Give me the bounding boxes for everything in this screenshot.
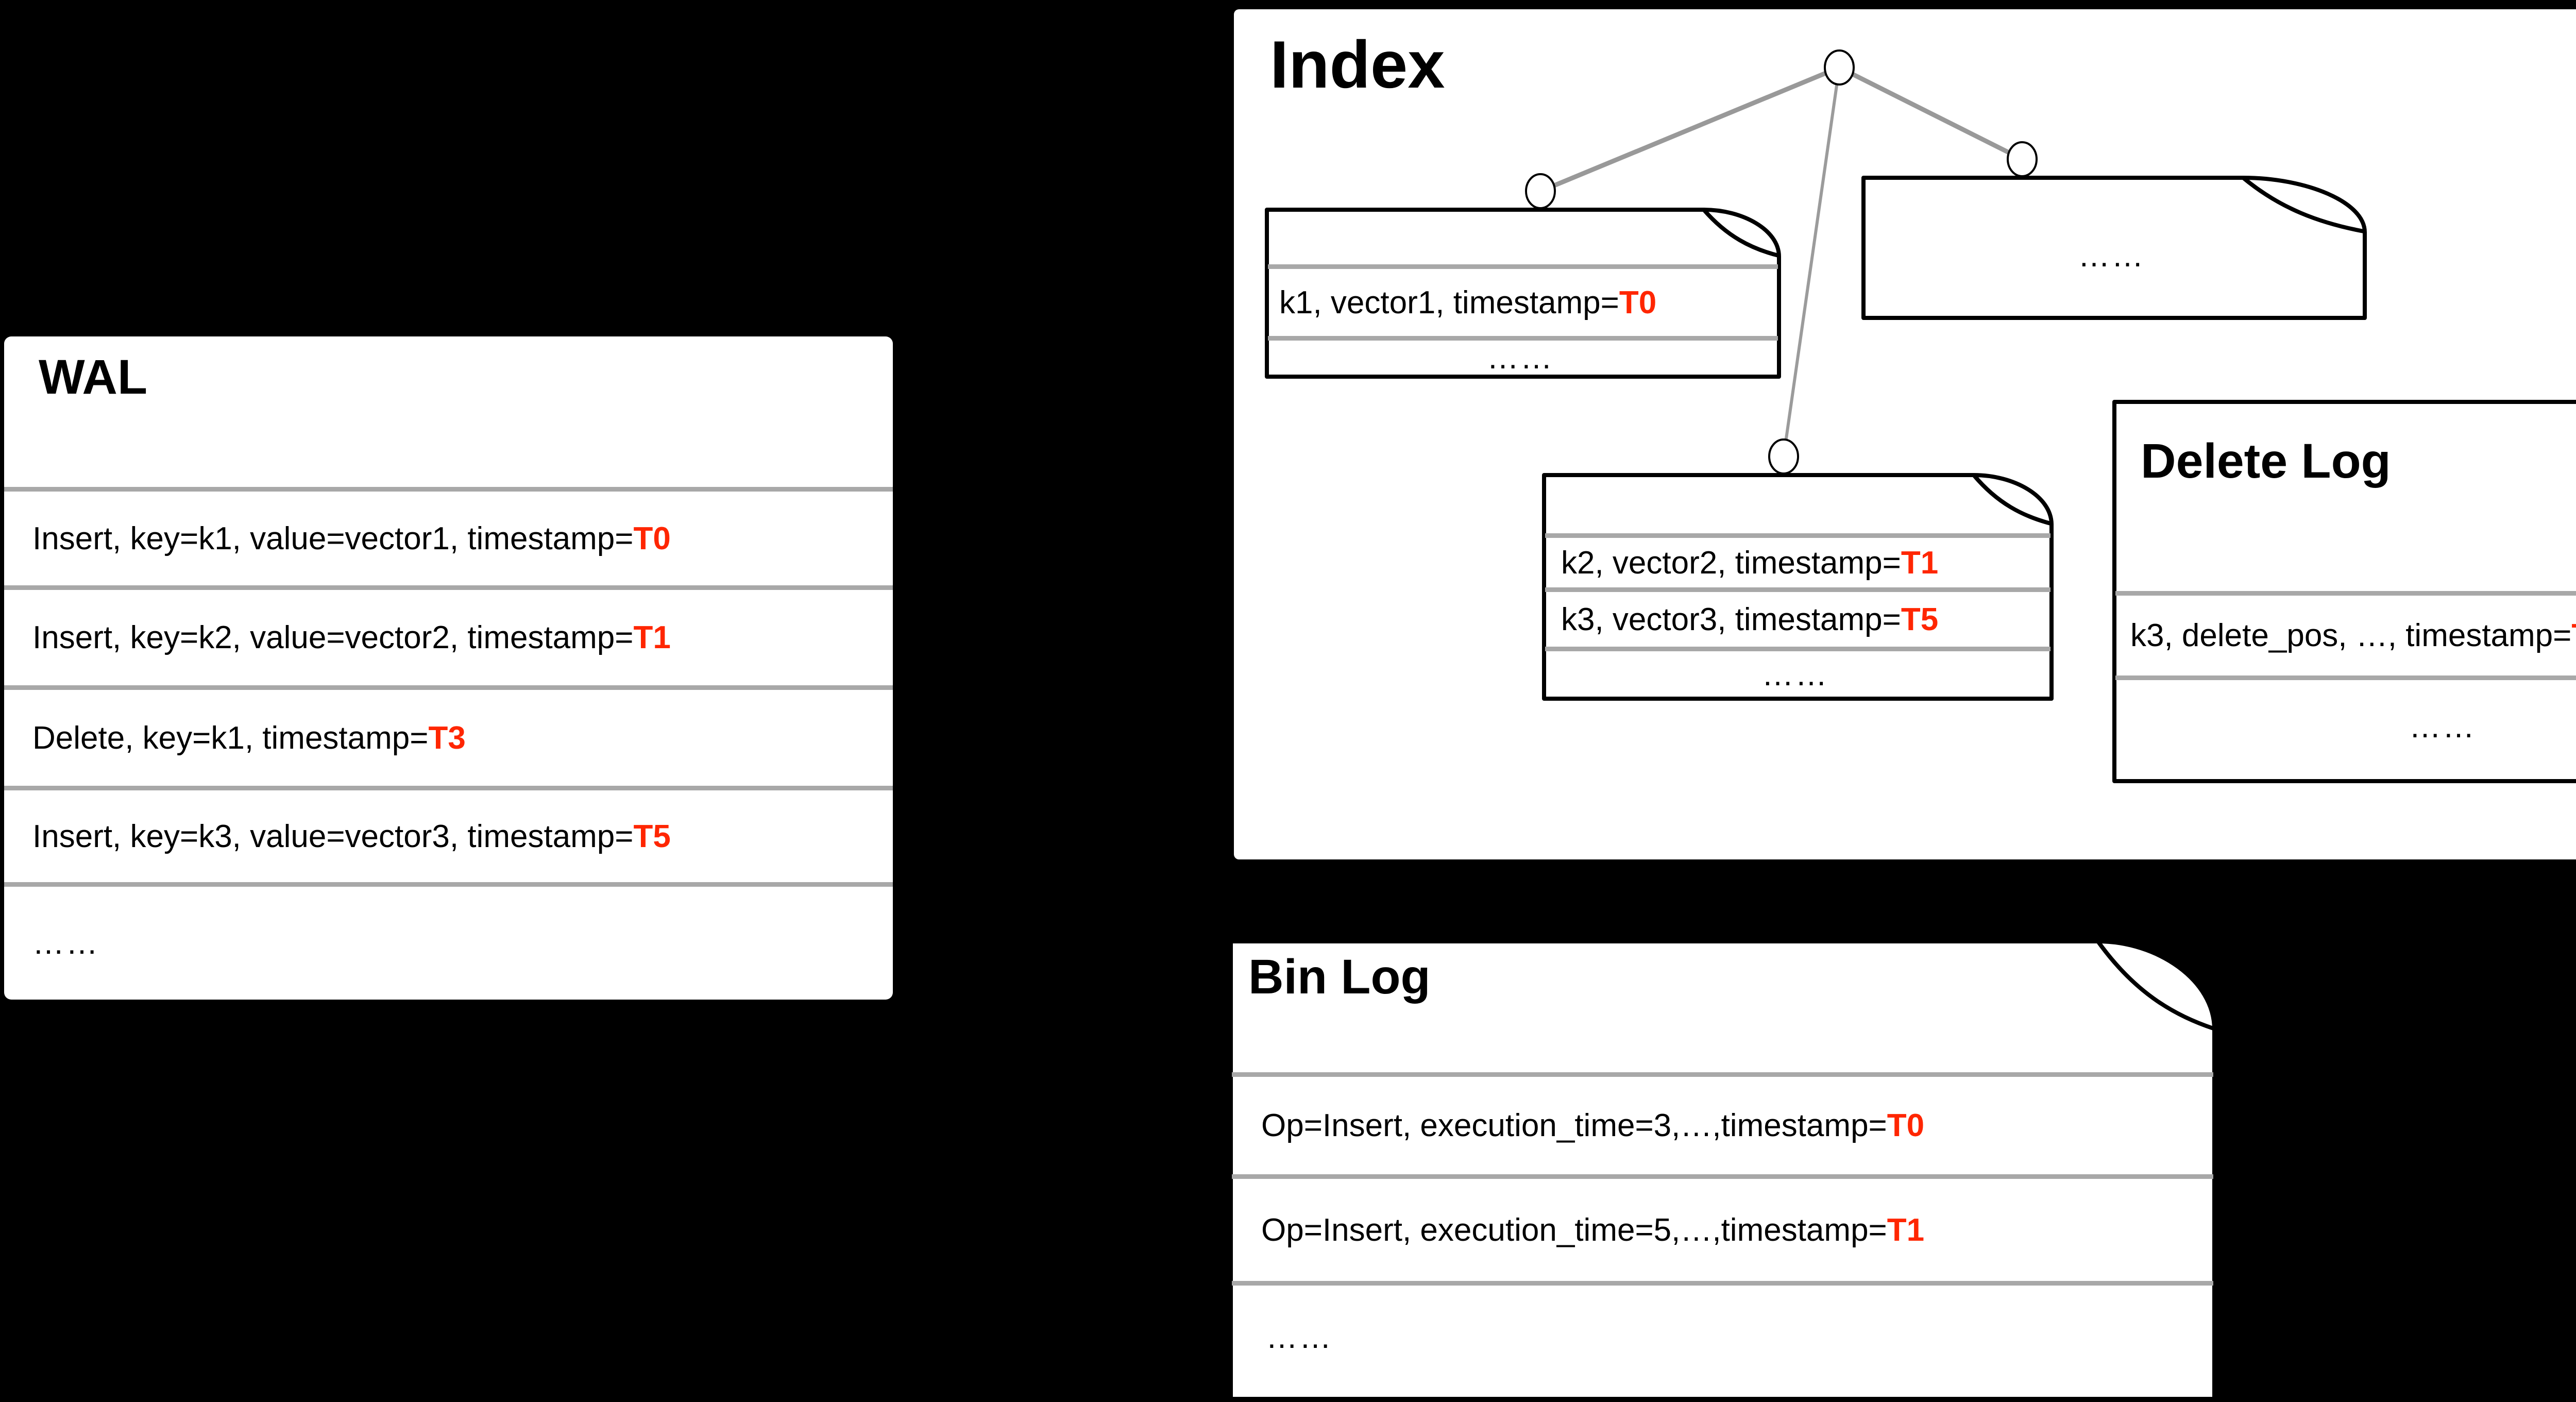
log-row: Op=Insert, execution_time=3,…,timestamp=… — [1229, 1077, 2211, 1174]
tree-node-icon — [2007, 141, 2038, 177]
divider — [1545, 647, 2050, 651]
bin-log-title: Bin Log — [1248, 950, 1431, 1004]
wal-row-text: Insert, key=k3, value=vector3, timestamp… — [32, 818, 634, 854]
wal-title: WAL — [39, 350, 148, 404]
divider — [4, 487, 893, 492]
divider — [4, 585, 893, 590]
document-shape — [1861, 176, 2367, 320]
wal-row: …… — [4, 887, 888, 1000]
doc-row-text: …… — [2409, 708, 2476, 745]
timestamp-value: T1 — [1901, 545, 1939, 581]
divider — [1232, 1281, 2213, 1286]
log-row: …… — [1229, 1286, 2211, 1389]
doc-row-text: …… — [2078, 238, 2145, 274]
wal-row-text: Insert, key=k2, value=vector2, timestamp… — [32, 620, 634, 655]
log-row-text: Op=Insert, execution_time=5,…,timestamp= — [1261, 1212, 1887, 1248]
page-fold-icon — [2096, 939, 2215, 1031]
doc-row: …… — [1265, 340, 1776, 376]
tree-node-icon — [1768, 438, 1799, 475]
wal-row: Insert, key=k3, value=vector3, timestamp… — [4, 790, 888, 882]
doc-row: k3, delete_pos, …, timestamp=T3 — [2112, 596, 2576, 675]
divider — [4, 786, 893, 790]
index-title: Index — [1270, 27, 1445, 102]
document-shape — [1542, 473, 2054, 701]
doc-row-text: …… — [1761, 656, 1829, 692]
wal-row-text: …… — [32, 925, 99, 961]
index-segment-doc-more: …… — [1861, 176, 2367, 320]
doc-row: k3, vector3, timestamp=T5 — [1542, 592, 2048, 647]
divider — [1545, 533, 2050, 538]
wal-row-text: Delete, key=k1, timestamp= — [32, 720, 429, 756]
delete-log-title: Delete Log — [2141, 434, 2391, 488]
doc-row-text: k2, vector2, timestamp= — [1561, 545, 1901, 581]
doc-row: …… — [1861, 222, 2362, 289]
doc-row: …… — [2112, 680, 2576, 773]
divider — [1268, 264, 1778, 269]
tree-edge — [1838, 65, 2024, 162]
divider — [2115, 675, 2576, 680]
timestamp-value: T5 — [1901, 601, 1939, 637]
wal-row-text: Insert, key=k1, value=vector1, timestamp… — [32, 520, 634, 556]
tree-edge — [1539, 65, 1840, 194]
timestamp-value: T0 — [1887, 1108, 1925, 1143]
doc-row-text: k1, vector1, timestamp= — [1279, 284, 1619, 320]
doc-row: k1, vector1, timestamp=T0 — [1265, 269, 1776, 336]
wal-row: Delete, key=k1, timestamp=T3 — [4, 690, 888, 786]
index-panel: Index k1, vector1, timestamp=T0 …… — [1234, 9, 2576, 859]
index-segment-doc-k2k3: k2, vector2, timestamp=T1 k3, vector3, t… — [1542, 473, 2054, 701]
divider — [1232, 1174, 2213, 1179]
doc-row: …… — [1542, 651, 2048, 698]
timestamp-value: T1 — [1887, 1212, 1925, 1248]
delete-log-doc: Delete Log k3, delete_pos, …, timestamp=… — [2112, 400, 2576, 783]
timestamp-value: T0 — [633, 520, 671, 556]
divider — [1545, 587, 2050, 592]
doc-row-text: …… — [1487, 340, 1554, 376]
page-fold-icon — [2241, 176, 2366, 233]
tree-edge — [1782, 67, 1841, 457]
timestamp-value: T3 — [428, 720, 466, 756]
log-row: Op=Insert, execution_time=5,…,timestamp=… — [1229, 1179, 2211, 1281]
timestamp-value: T0 — [1619, 284, 1657, 320]
doc-row-text: k3, delete_pos, …, timestamp= — [2130, 618, 2572, 653]
wal-row: Insert, key=k1, value=vector1, timestamp… — [4, 492, 888, 585]
wal-panel: WAL Insert, key=k1, value=vector1, times… — [4, 336, 893, 1000]
tree-node-icon — [1824, 49, 1855, 86]
timestamp-value: T3 — [2571, 617, 2576, 654]
timestamp-value: T1 — [633, 620, 671, 655]
document-shape — [1265, 208, 1781, 379]
log-row-text: …… — [1266, 1319, 1333, 1355]
tree-node-icon — [1525, 173, 1556, 209]
doc-row: k2, vector2, timestamp=T1 — [1542, 538, 2048, 587]
divider — [1232, 1072, 2213, 1077]
timestamp-value: T5 — [633, 818, 671, 854]
doc-row-text: k3, vector3, timestamp= — [1561, 601, 1901, 637]
page-fold-icon — [1972, 473, 2053, 526]
divider — [2115, 591, 2576, 596]
divider — [4, 882, 893, 887]
page-fold-icon — [1702, 208, 1781, 258]
index-segment-doc-k1: k1, vector1, timestamp=T0 …… — [1265, 208, 1781, 379]
log-row-text: Op=Insert, execution_time=3,…,timestamp= — [1261, 1108, 1887, 1143]
divider — [4, 685, 893, 690]
bin-log-doc: Bin Log Op=Insert, execution_time=3,…,ti… — [1229, 939, 2216, 1401]
divider — [1268, 336, 1778, 341]
wal-row: Insert, key=k2, value=vector2, timestamp… — [4, 590, 888, 685]
